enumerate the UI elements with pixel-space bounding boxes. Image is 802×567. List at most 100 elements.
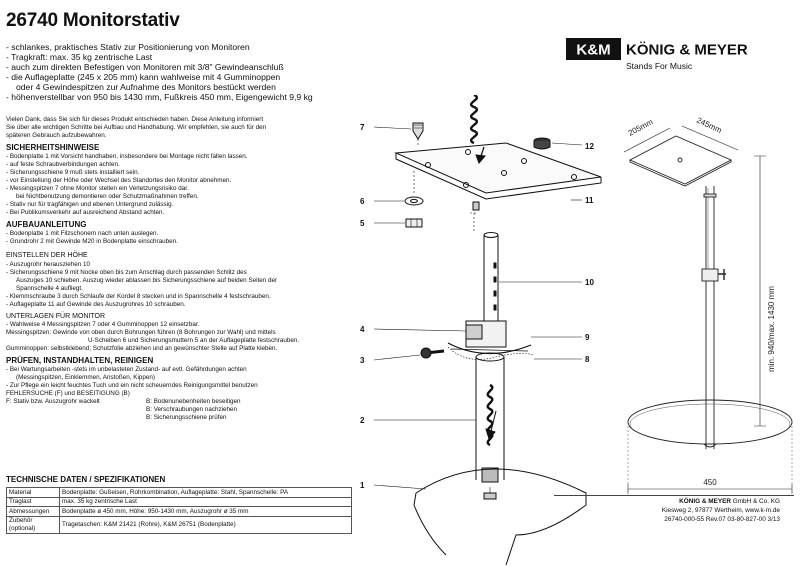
- support-plate: [394, 142, 602, 194]
- plate-hole: [571, 174, 577, 180]
- thread-spring: [469, 95, 479, 145]
- callout-8: 8: [585, 355, 590, 364]
- safety-line: - Sicherungsschiene 9 muß stets installi…: [6, 169, 140, 176]
- callout-6: 6: [360, 197, 365, 206]
- support-plate-edge: [395, 153, 602, 200]
- pads-line: - Wahlweise 4 Messingspitzen 7 oder 4 Gu…: [6, 321, 200, 328]
- tube-thread: [472, 201, 480, 211]
- spec-key: Zubehör (optional): [6, 515, 60, 534]
- callout-5: 5: [360, 219, 365, 228]
- dimension-drawing: 205mm 245mm min. 940/max. 1430 mm 450: [623, 116, 793, 494]
- brand-name: KÖNIG & MEYER: [626, 42, 748, 59]
- specs-section: TECHNISCHE DATEN / SPEZIFIKATIONEN Mater…: [6, 475, 352, 534]
- intro-list: - schlankes, praktisches Stativ zur Posi…: [6, 42, 313, 102]
- intro-line: - Tragkraft: max. 35 kg zentrische Last: [6, 52, 153, 62]
- callout-11: 11: [585, 196, 594, 205]
- footer-divider: [554, 495, 794, 496]
- cord: [447, 346, 535, 360]
- safety-heading: SICHERHEITSHINWEISE: [6, 143, 100, 152]
- spec-value: Bodenplatte ø 450 mm, Höhe: 950-1430 mm,…: [59, 506, 352, 517]
- callout-7: 7: [360, 123, 365, 132]
- care-line: - Bei Wartungsarbeiten -stets im unbelas…: [6, 366, 247, 373]
- safety-line: - Bei Publikumsverkehr auf ausreichend A…: [6, 209, 165, 216]
- height-line: - Auflageplatte 11 auf Gewinde des Auszu…: [6, 300, 186, 308]
- callout-10: 10: [585, 278, 594, 287]
- intro-line: oder 4 Gewindespitzen zur Aufnahme des M…: [16, 82, 276, 92]
- dim-205-label: 205mm: [627, 117, 655, 138]
- base-bolt: [481, 467, 499, 483]
- intro-line: - höhenverstellbar von 950 bis 1430 mm, …: [6, 92, 313, 102]
- assembly-line: - Bodenplatte 1 mit Filzschonern nach un…: [6, 230, 159, 237]
- thanks-line: Sie über alle wichtigen Schritte bei Auf…: [6, 124, 267, 131]
- safety-line: bei Nichtbenutzung demontieren oder Schu…: [16, 193, 199, 200]
- pads-heading: UNTERLAGEN FÜR MONITOR: [6, 312, 106, 320]
- callout-9: 9: [585, 333, 590, 342]
- arrow-head-icon: [485, 428, 496, 441]
- spec-key: Abmessungen: [6, 506, 60, 517]
- footer-codes: 26740-000-55 Rev.07 03-80-827-00 3/13: [664, 516, 780, 523]
- extension-tube-top: [483, 232, 499, 238]
- km-logo-text: K&M: [576, 42, 610, 59]
- dim-line-205: [623, 127, 671, 153]
- height-heading: EINSTELLEN DER HÖHE: [6, 252, 88, 259]
- thanks-line: Vielen Dank, dass Sie sich für dieses Pr…: [6, 116, 264, 123]
- plate-hole: [521, 158, 527, 164]
- safety-line: - Messingspitzen 7 ohne Monitor stellen …: [6, 185, 189, 192]
- care-heading: PRÜFEN, INSTANDHALTEN, REINIGEN: [6, 356, 154, 365]
- plate-hole: [463, 182, 469, 188]
- spec-key: Material: [6, 487, 60, 498]
- care-line: - Zur Pflege ein leicht feuchtes Tuch un…: [6, 382, 258, 389]
- safety-line: - auf feste Schraubverbindungen achten.: [6, 161, 120, 168]
- footer-address: Kiesweg 2, 97877 Wertheim, www.k-m.de: [661, 507, 780, 514]
- callout-4: 4: [360, 325, 365, 334]
- faults-block: F: Stativ bzw. Auszugrohr wackelt B: Bod…: [6, 398, 358, 422]
- dim-base-plate: [627, 399, 793, 445]
- fault-f: F: Stativ bzw. Auszugrohr wackelt: [6, 398, 100, 405]
- fault-b: B: Sicherungsschiene prüfen: [146, 414, 227, 421]
- exploded-view-diagram: 7 12 6 11 5 10 4 9 3 8 2 1: [360, 95, 602, 566]
- spec-value: max. 35 kg zentrische Last: [59, 496, 352, 507]
- height-line: - Auszugrohr herausziehen 10: [6, 260, 91, 268]
- dim-base-label: 450: [703, 478, 717, 487]
- clamp-block: [465, 324, 483, 340]
- thanks-line: späteren Gebrauch aufzubewahren.: [6, 132, 107, 139]
- table-row: Zubehör (optional)Tragetaschen: K&M 2142…: [6, 515, 352, 534]
- callout-2: 2: [360, 416, 365, 425]
- footer-company: KÖNIG & MEYER GmbH & Co. KG: [560, 497, 780, 506]
- care-line: (Messingspitzen, Einklemmen, Anstoßen, K…: [16, 374, 155, 381]
- arrow-head-icon: [475, 154, 486, 164]
- height-line: - Sicherungsschiene 9 mit Nocke oben bis…: [6, 268, 247, 276]
- pads-line: U-Scheiben 6 und Sicherungsmuttern 5 an …: [88, 337, 300, 344]
- height-line: Spannschelle 4 aufliegt.: [16, 284, 83, 292]
- height-line: Auszuges 10 schieben. Auszug wieder abla…: [16, 276, 278, 284]
- safety-line: - vor Einstellung der Höhe oder Wechsel …: [6, 177, 232, 184]
- callout-3: 3: [360, 356, 365, 365]
- dim-line-height: [754, 155, 766, 427]
- dim-clamp: [701, 268, 719, 282]
- base-tube: [475, 357, 505, 480]
- intro-line: - auch zum direkten Befestigen von Monit…: [6, 62, 284, 72]
- dim-height-label: min. 940/max. 1430 mm: [767, 286, 776, 372]
- intro-line: - die Auflageplatte (245 x 205 mm) kann …: [6, 72, 281, 82]
- fault-b: B: Bodenunebenheiten beseitigen: [146, 398, 241, 405]
- washer-icon: [404, 196, 424, 206]
- assembly-line: - Grundrohr 2 mit Gewinde M20 in Bodenpl…: [6, 238, 178, 245]
- extension-tube: [483, 235, 499, 323]
- footer: KÖNIG & MEYER GmbH & Co. KG Kiesweg 2, 9…: [560, 497, 780, 524]
- plate-hole: [425, 162, 431, 168]
- fault-b: B: Verschraubungen nachziehen: [146, 406, 238, 413]
- callout-12: 12: [585, 142, 594, 151]
- faults-heading: FEHLERSUCHE (F) und BESEITIGUNG (B): [6, 390, 130, 397]
- callout-1: 1: [360, 481, 365, 490]
- specs-heading: TECHNISCHE DATEN / SPEZIFIKATIONEN: [6, 475, 166, 484]
- spec-key: Traglast: [6, 496, 60, 507]
- brass-spike-icon: [412, 122, 424, 140]
- pads-line: Messingspitzen: Gewinde von oben durch B…: [6, 329, 276, 336]
- dim-line-base: [627, 484, 793, 494]
- document-title: 26740 Monitorstativ: [6, 10, 180, 31]
- km-logo-box: [566, 38, 621, 60]
